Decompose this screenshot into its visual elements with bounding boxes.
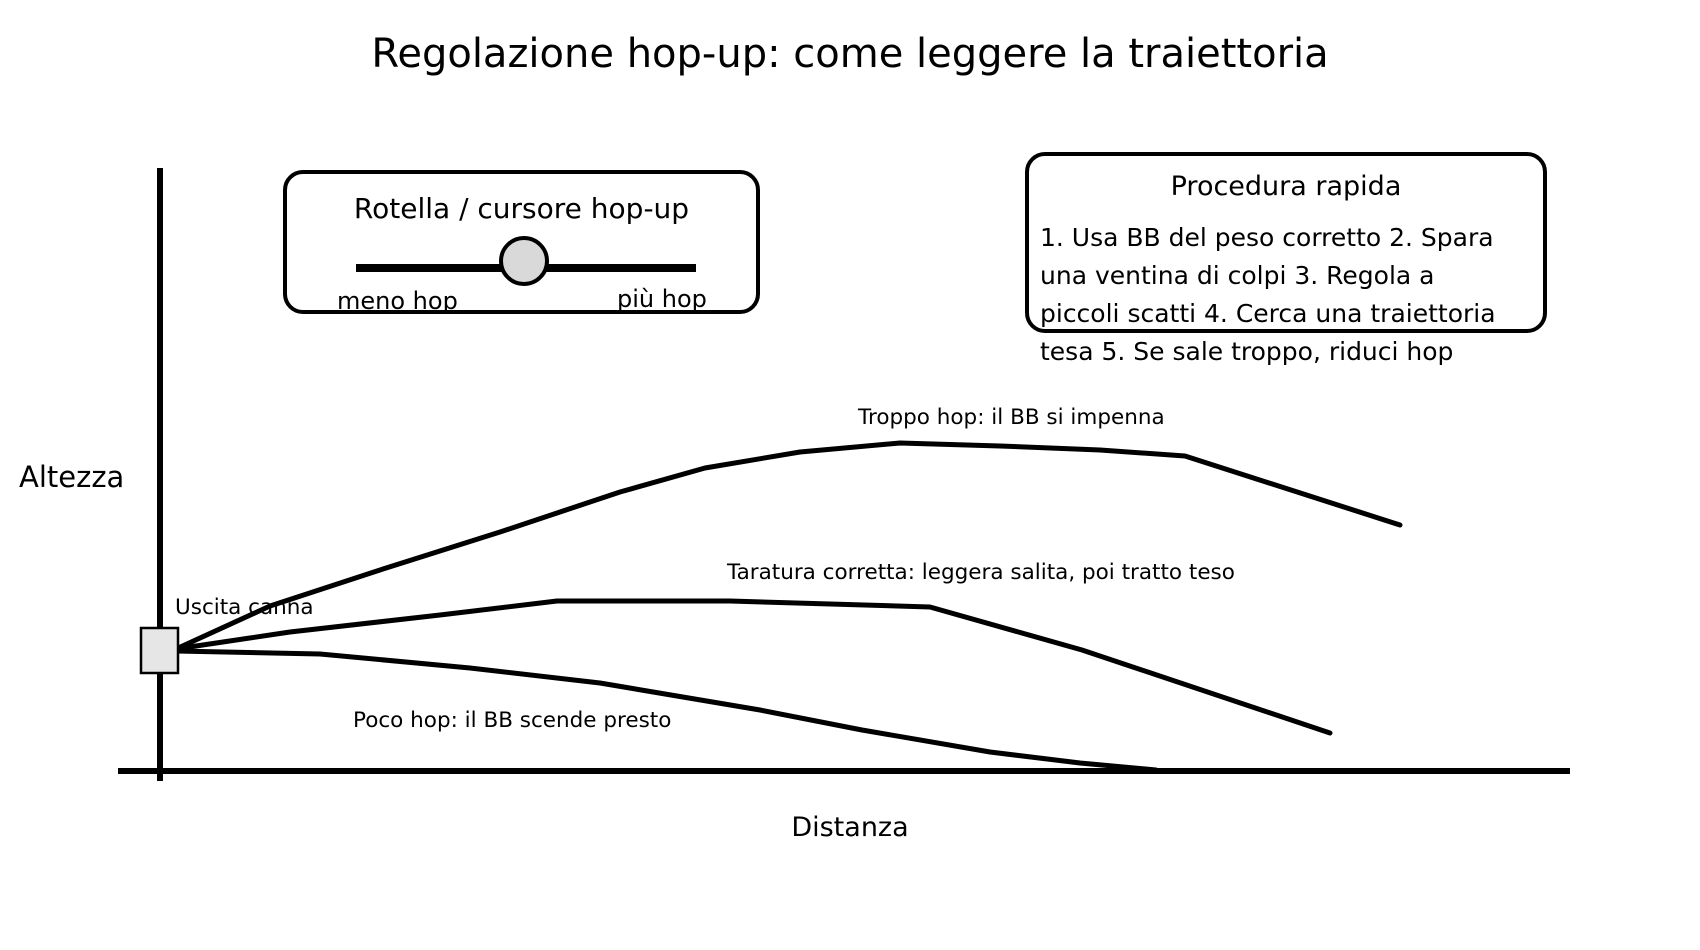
procedure-panel-title: Procedura rapida <box>1170 171 1402 202</box>
poco-hop-curve <box>173 648 1159 773</box>
muzzle-exit-label: Uscita canna <box>175 595 314 620</box>
procedure-line: 1. Usa BB del peso corretto 2. Spara <box>1040 223 1494 252</box>
procedure-panel-box <box>1025 152 1547 333</box>
procedure-line: tesa 5. Se sale troppo, riduci hop <box>1040 337 1454 366</box>
hopup-slider-panel: Rotella / cursore hop-up meno hop più ho… <box>283 170 760 315</box>
curve-label-troppo-hop: Troppo hop: il BB si impenna <box>858 405 1165 430</box>
y-axis-label: Altezza <box>19 460 125 494</box>
curve-label-poco-hop: Poco hop: il BB scende presto <box>353 708 672 733</box>
procedure-line: piccoli scatti 4. Cerca una traiettoria <box>1040 299 1496 328</box>
curve-label-taratura-corretta: Taratura corretta: leggera salita, poi t… <box>727 560 1235 585</box>
taratura-corretta-curve <box>173 598 1333 736</box>
slider-min-label: meno hop <box>337 287 458 315</box>
muzzle-exit-marker <box>139 626 180 675</box>
x-axis-label: Distanza <box>791 812 909 843</box>
procedure-panel-text: 1. Usa BB del peso corretto 2. Spara una… <box>1040 219 1560 371</box>
troppo-hop-curve <box>173 440 1403 652</box>
procedure-line: una ventina di colpi 3. Regola a <box>1040 261 1435 290</box>
page-title: Regolazione hop-up: come leggere la trai… <box>371 31 1329 77</box>
hopup-slider-knob[interactable] <box>499 236 549 286</box>
slider-panel-title: Rotella / cursore hop-up <box>353 192 690 225</box>
slider-max-label: più hop <box>617 285 707 313</box>
